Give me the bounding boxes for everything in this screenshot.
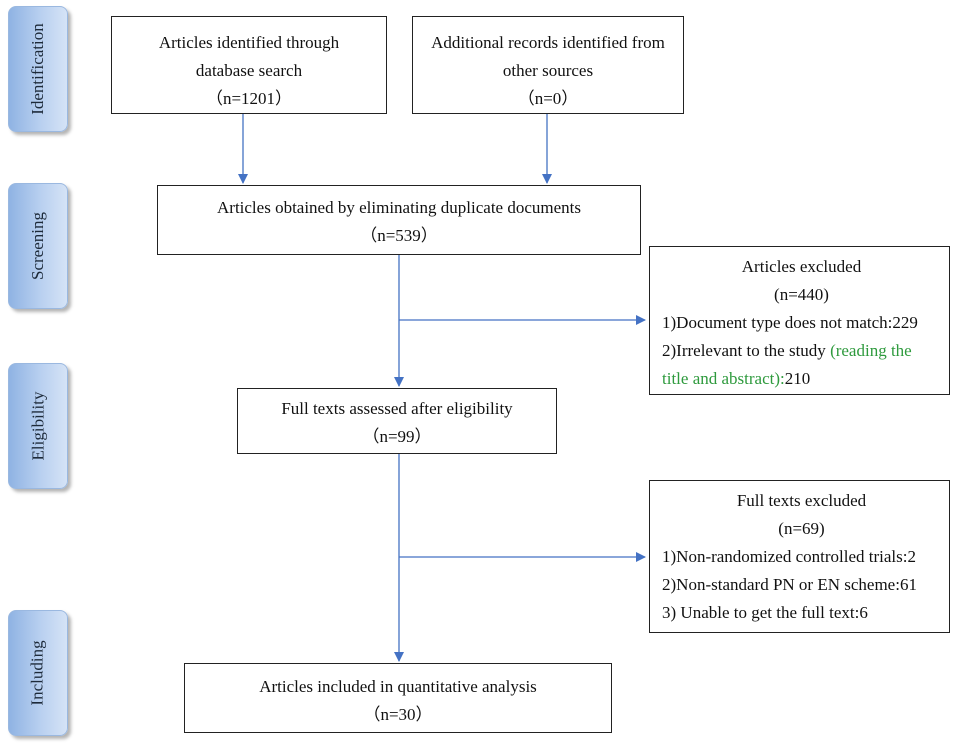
box-count: (n=69) xyxy=(778,519,825,538)
box-text: Articles identified through xyxy=(158,33,340,52)
box-title: Full texts excluded xyxy=(736,491,867,510)
box-text: Full texts assessed after eligibility xyxy=(281,399,513,418)
box-deduplicated: Articles obtained by eliminating duplica… xyxy=(157,185,641,255)
box-count: （n=30） xyxy=(363,705,433,724)
box-full-texts-assessed: Full texts assessed after eligibility （n… xyxy=(237,388,557,454)
box-title: Articles excluded xyxy=(741,257,862,276)
exclusion-item: 1)Non-randomized controlled trials:2 xyxy=(662,547,916,566)
stage-eligibility: Eligibility xyxy=(8,363,68,489)
exclusion-highlight: (reading the xyxy=(830,341,912,360)
exclusion-item: 2)Non-standard PN or EN scheme:61 xyxy=(662,575,917,594)
box-text: other sources xyxy=(502,61,594,80)
box-other-sources: Additional records identified from other… xyxy=(412,16,684,114)
exclusion-item: 1)Document type does not match:229 xyxy=(662,313,918,332)
box-count: （n=1201） xyxy=(205,89,293,108)
box-articles-excluded: Articles excluded (n=440) 1)Document typ… xyxy=(649,246,950,395)
stage-including: Including xyxy=(8,610,68,736)
exclusion-value: 210 xyxy=(784,369,811,388)
stage-identification: Identification xyxy=(8,6,68,132)
box-text: Articles obtained by eliminating duplica… xyxy=(217,198,581,217)
box-text: Additional records identified from xyxy=(431,33,665,52)
box-full-texts-excluded: Full texts excluded (n=69) 1)Non-randomi… xyxy=(649,480,950,633)
box-count: （n=539） xyxy=(360,226,438,245)
box-count: （n=0） xyxy=(517,89,579,108)
box-count: （n=99） xyxy=(362,427,432,446)
exclusion-text: 2)Irrelevant to the study xyxy=(662,341,831,360)
exclusion-highlight: title and abstract): xyxy=(662,369,785,388)
exclusion-item-cont: title and abstract):210 xyxy=(662,365,941,393)
exclusion-item: 2)Irrelevant to the study (reading the xyxy=(662,337,941,365)
box-database-search: Articles identified through database sea… xyxy=(111,16,387,114)
box-included: Articles included in quantitative analys… xyxy=(184,663,612,733)
box-text: database search xyxy=(195,61,303,80)
box-count: (n=440) xyxy=(774,285,829,304)
box-text: Articles included in quantitative analys… xyxy=(259,677,537,696)
exclusion-item: 3) Unable to get the full text:6 xyxy=(662,603,868,622)
stage-screening: Screening xyxy=(8,183,68,309)
